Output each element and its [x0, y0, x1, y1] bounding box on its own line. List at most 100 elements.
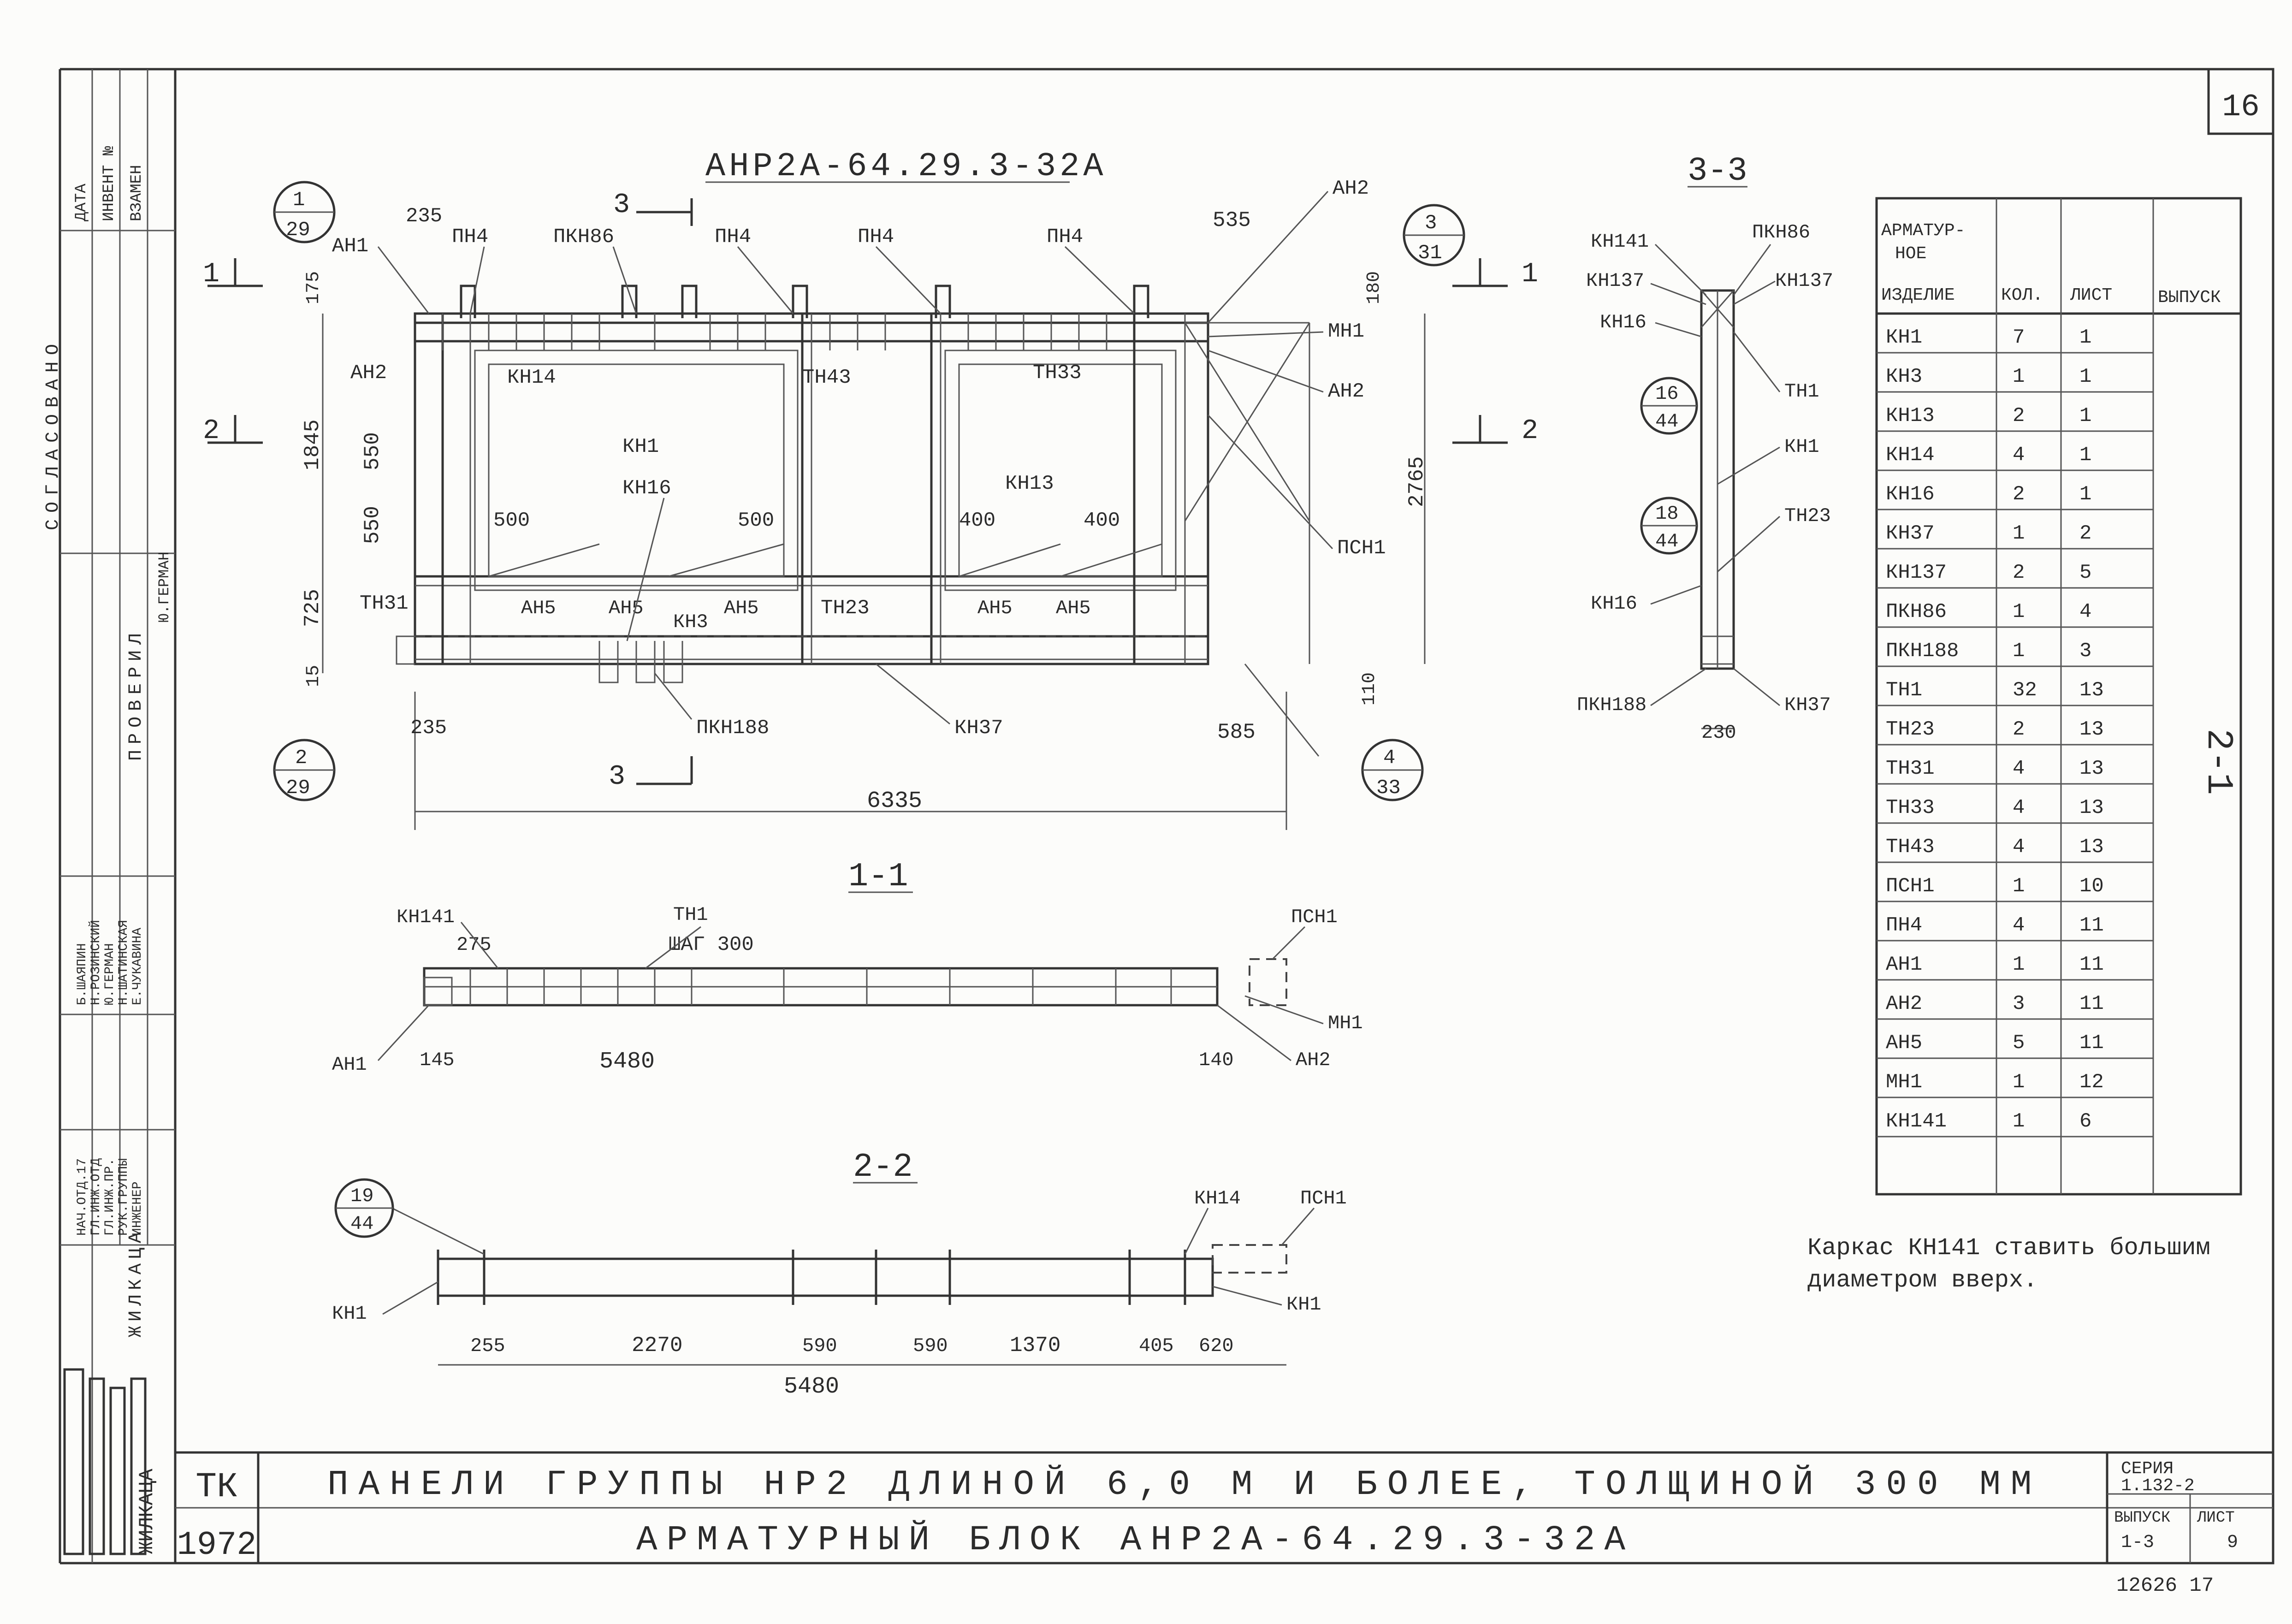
section-mark-2-left: 2: [203, 415, 219, 447]
table-cell-qty: 4: [2013, 796, 2025, 819]
strip-name-2: Н.РОЗИНСКИЙ: [89, 920, 103, 1005]
s11-label-an2: АН2: [1296, 1049, 1331, 1071]
table-cell-item: ТН43: [1886, 836, 1935, 859]
section-1-1-title: 1-1: [848, 858, 908, 895]
table-cell-qty: 1: [2013, 600, 2025, 623]
sheet-value: 9: [2227, 1532, 2238, 1553]
sheet-number-box: [2207, 68, 2274, 135]
callout-3-sheet: 29: [286, 776, 310, 800]
code-tk: ТК: [195, 1467, 237, 1507]
sheet-number: 16: [2222, 89, 2260, 125]
s33-callout-a-sheet: 44: [1655, 410, 1678, 433]
table-cell-sheet: 1: [2079, 404, 2091, 427]
label-mn1: МН1: [1328, 320, 1364, 343]
s11-label-kn141: КН141: [397, 906, 455, 928]
table-cell-item: ПН4: [1886, 914, 1922, 937]
s33-callout-b-num: 18: [1655, 503, 1678, 525]
label-tn33: ТН33: [1033, 362, 1082, 385]
table-cell-item: КН137: [1886, 561, 1947, 584]
table-cell-item: КН16: [1886, 483, 1935, 506]
label-pn4-b: ПН4: [715, 225, 751, 249]
s22-dim-255: 255: [470, 1335, 505, 1357]
dim-175: 175: [303, 271, 324, 304]
s22-callout-sheet: 44: [350, 1213, 373, 1235]
note-line-1: Каркас КН141 ставить большим: [1807, 1234, 2210, 1262]
table-cell-qty: 3: [2013, 992, 2025, 1015]
s22-dim-590-b: 590: [913, 1335, 948, 1357]
table-cell-sheet: 11: [2079, 914, 2104, 937]
table-header-item-1: АРМАТУР-: [1881, 221, 1965, 241]
label-an2-left: АН2: [350, 362, 387, 385]
s22-dim-5480: 5480: [784, 1374, 839, 1400]
strip-name-5: Е.ЧУКАВИНА: [130, 928, 145, 1005]
table-cell-item: КН3: [1886, 365, 1922, 388]
series-label: СЕРИЯ: [2121, 1459, 2174, 1479]
dim-400-b: 400: [1084, 509, 1120, 532]
dim-550-a: 550: [361, 432, 385, 470]
table-cell-qty: 1: [2013, 1110, 2025, 1133]
table-cell-qty: 1: [2013, 640, 2025, 663]
s11-label-an1: АН1: [332, 1054, 367, 1076]
s33-label-kn137-r: КН137: [1775, 270, 1833, 292]
organization-logo: ЖИЛКАЦА: [63, 1368, 159, 1555]
note-line-2: диаметром вверх.: [1807, 1267, 2037, 1294]
table-cell-qty: 5: [2013, 1031, 2025, 1055]
table-cell-qty: 1: [2013, 875, 2025, 898]
table-cell-sheet: 11: [2079, 953, 2104, 976]
s33-label-kn137-l: КН137: [1586, 270, 1644, 292]
table-cell-item: ПКН86: [1886, 600, 1947, 623]
dim-550-b: 550: [361, 506, 385, 544]
table-cell-qty: 1: [2013, 365, 2025, 388]
table-header-issue: ВЫПУСК: [2158, 288, 2221, 308]
label-an1: АН1: [332, 235, 368, 258]
table-issue-value: 2-1: [2197, 729, 2239, 795]
s33-label-tn23: ТН23: [1784, 505, 1831, 527]
issue-value: 1-3: [2121, 1532, 2154, 1553]
s33-label-pkn86: ПКН86: [1752, 221, 1810, 243]
label-kn37: КН37: [954, 717, 1003, 740]
dim-2765: 2765: [1405, 456, 1429, 507]
table-cell-sheet: 4: [2079, 600, 2091, 623]
dim-110: 110: [1359, 672, 1380, 705]
table-cell-sheet: 11: [2079, 1031, 2104, 1055]
label-an5-2: АН5: [609, 597, 644, 619]
callout-4-num: 4: [1383, 747, 1395, 770]
main-title: АНР2А-64.29.3-32А: [705, 148, 1107, 185]
table-cell-sheet: 2: [2079, 522, 2091, 545]
table-cell-sheet: 10: [2079, 875, 2104, 898]
table-cell-qty: 4: [2013, 836, 2025, 859]
dim-535: 535: [1213, 208, 1251, 232]
sheet-frame: [174, 68, 2274, 1565]
table-cell-item: ТН23: [1886, 718, 1935, 741]
dim-725: 725: [301, 589, 325, 627]
label-pn4-d: ПН4: [1047, 225, 1083, 249]
s33-callout-b-sheet: 44: [1655, 530, 1678, 552]
strip-role-4: РУК.ГРУППЫ: [117, 1158, 131, 1236]
section-2-2-title: 2-2: [853, 1148, 913, 1186]
callout-1-num: 1: [293, 189, 305, 212]
callout-2-num: 3: [1425, 212, 1437, 235]
callout-1-sheet: 29: [286, 219, 310, 242]
label-tn23: ТН23: [821, 597, 870, 620]
table-cell-sheet: 6: [2079, 1110, 2091, 1133]
table-cell-sheet: 11: [2079, 992, 2104, 1015]
table-cell-sheet: 1: [2079, 326, 2091, 349]
label-pn4-a: ПН4: [452, 225, 488, 249]
table-cell-qty: 2: [2013, 561, 2025, 584]
s11-label-psn1: ПСН1: [1291, 906, 1338, 928]
strip-role-2: ГЛ.ИНЖ.ОТД: [89, 1158, 103, 1236]
table-cell-sheet: 13: [2079, 796, 2104, 819]
table-cell-item: КН1: [1886, 326, 1922, 349]
left-strip: ДАТА ИНВЕНТ № ВЗАМЕН СОГЛАСОВАНО ПРОВЕРИ…: [43, 69, 175, 1563]
strip-date-label: ДАТА: [73, 184, 90, 221]
table-cell-qty: 1: [2013, 953, 2025, 976]
s33-callout-a-num: 16: [1655, 383, 1678, 405]
label-kn3: КН3: [673, 611, 708, 633]
s22-dim-1370: 1370: [1010, 1334, 1060, 1357]
table-cell-sheet: 13: [2079, 679, 2104, 702]
strip-role-5: ИНЖЕНЕР: [130, 1181, 145, 1236]
issue-label: ВЫПУСК: [2114, 1509, 2170, 1527]
callout-4-sheet: 33: [1376, 776, 1401, 800]
strip-agreed-label: СОГЛАСОВАНО: [43, 338, 64, 530]
